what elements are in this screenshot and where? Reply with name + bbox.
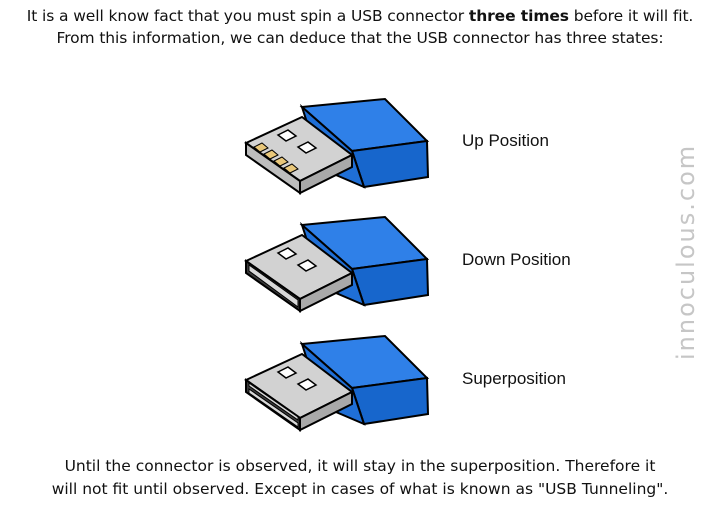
state-label-superposition: Superposition	[462, 369, 566, 388]
outro-line-1: Until the connector is observed, it will…	[64, 457, 656, 475]
usb-connector-up-icon	[244, 97, 430, 195]
intro-text: It is a well know fact that you must spi…	[0, 5, 720, 49]
intro-line-1-end: before it will fit.	[568, 7, 694, 25]
intro-line-2: From this information, we can deduce tha…	[56, 29, 664, 47]
outro-line-2: will not fit until observed. Except in c…	[51, 480, 669, 498]
intro-emphasis: three times	[468, 7, 569, 25]
usb-connector-superposition-icon	[244, 334, 430, 432]
state-label-down: Down Position	[462, 250, 571, 269]
watermark: innoculous.com	[672, 143, 700, 360]
intro-line-1-start: It is a well know fact that you must spi…	[26, 7, 469, 25]
outro-text: Until the connector is observed, it will…	[0, 455, 720, 501]
usb-connector-down-icon	[244, 215, 430, 313]
state-label-up: Up Position	[462, 131, 549, 150]
intro-line-1: It is a well know fact that you must spi…	[0, 5, 720, 27]
